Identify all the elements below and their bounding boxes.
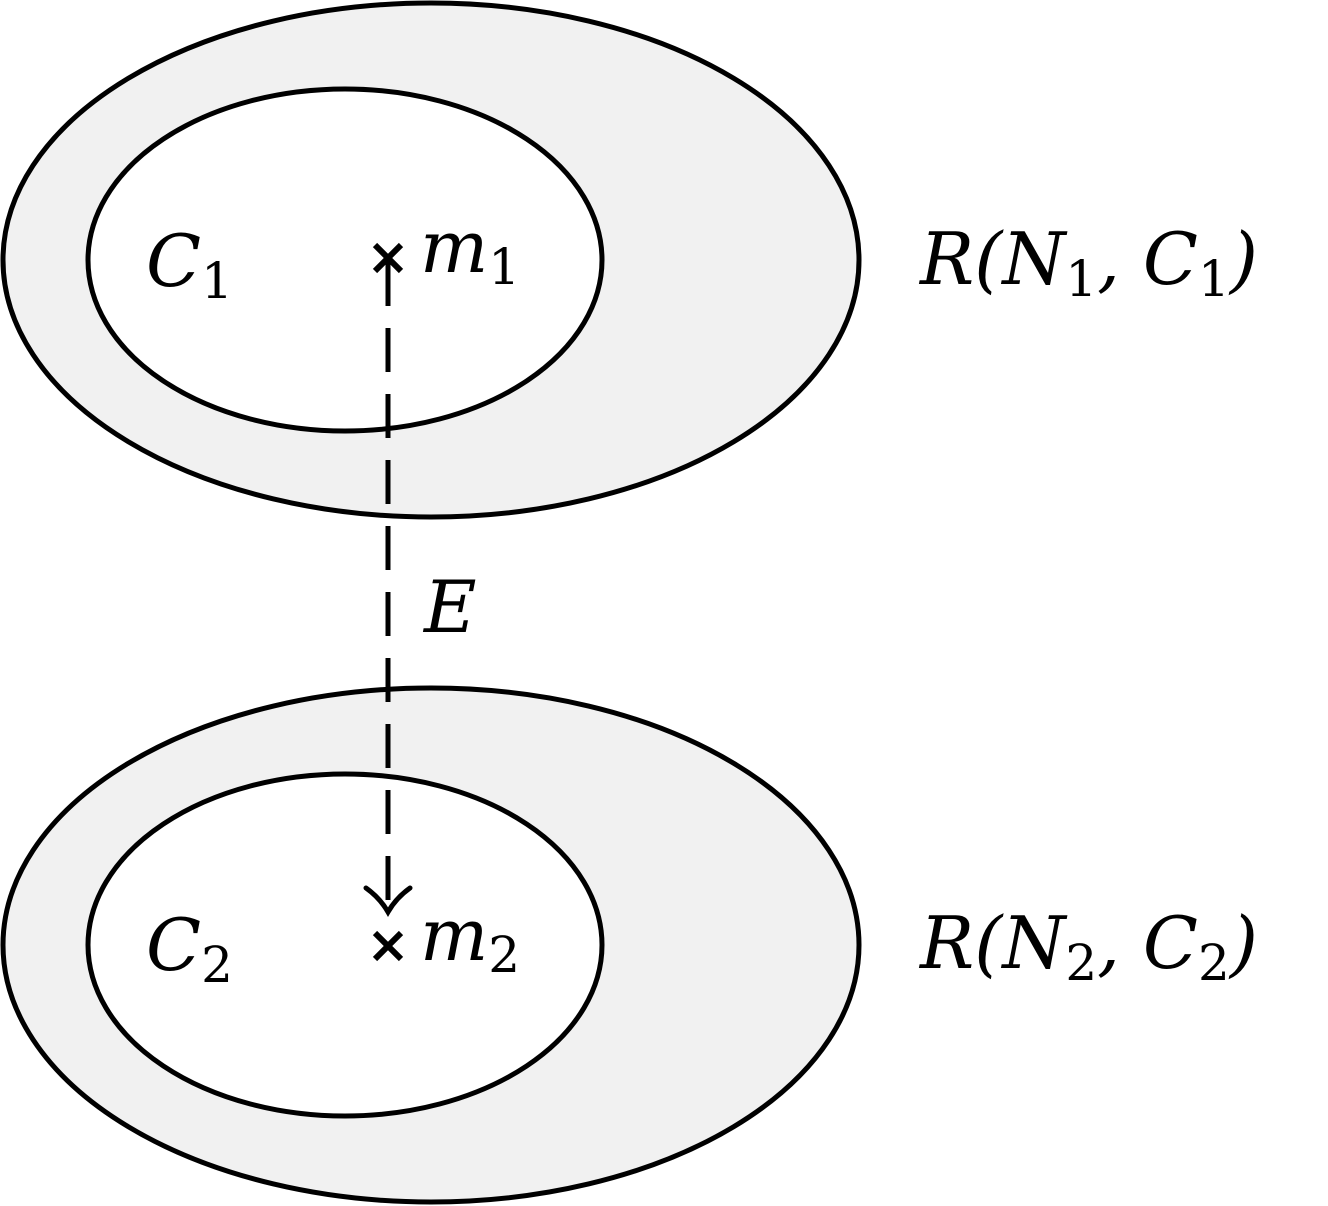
label-inner-set-bottom: C2 [146, 903, 233, 994]
cross-marker-m2-icon [372, 930, 404, 962]
label-inner-set-top: C1 [146, 219, 233, 310]
top-group [0, 0, 862, 520]
label-edge-e: E [422, 565, 477, 649]
label-outer-region-top: R(N1, C1) [918, 217, 1258, 308]
bottom-group [0, 685, 862, 1205]
arrowhead-icon [363, 885, 413, 918]
label-point-m2: m2 [420, 893, 520, 984]
inner-set-bottom [85, 771, 605, 1119]
inner-set-top [85, 86, 605, 434]
label-point-m1: m1 [420, 205, 520, 296]
cross-marker-m1-icon [372, 242, 404, 274]
label-outer-region-bottom: R(N2, C2) [918, 901, 1258, 992]
edge-e [363, 262, 413, 918]
